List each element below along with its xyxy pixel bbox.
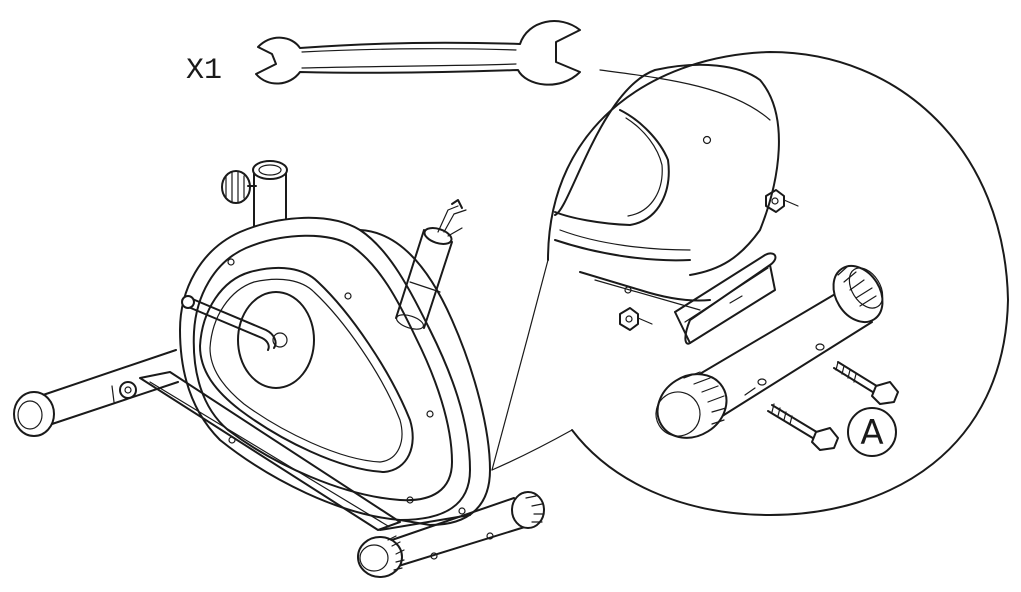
tool-quantity-label: X1 bbox=[186, 54, 222, 88]
detail-nut-lower bbox=[619, 307, 653, 331]
detail-nut-upper bbox=[765, 189, 799, 213]
callout-a-label: A bbox=[860, 413, 883, 453]
handlebar-post bbox=[395, 199, 467, 330]
callout-a: A bbox=[847, 407, 897, 457]
wrench-icon bbox=[255, 20, 581, 86]
detail-frame-housing bbox=[554, 63, 780, 311]
detail-front-stabilizer bbox=[655, 265, 884, 439]
front-stabilizer bbox=[357, 491, 545, 578]
detail-bolt-right bbox=[833, 361, 899, 405]
detail-zoom-circle bbox=[491, 51, 1009, 516]
detail-bolt-left bbox=[767, 403, 839, 451]
seat-post-tube bbox=[252, 160, 288, 229]
detail-mounting-bracket bbox=[674, 252, 777, 345]
seat-knob bbox=[221, 170, 257, 204]
crank-rod bbox=[181, 295, 277, 351]
rear-stabilizer bbox=[13, 349, 179, 437]
